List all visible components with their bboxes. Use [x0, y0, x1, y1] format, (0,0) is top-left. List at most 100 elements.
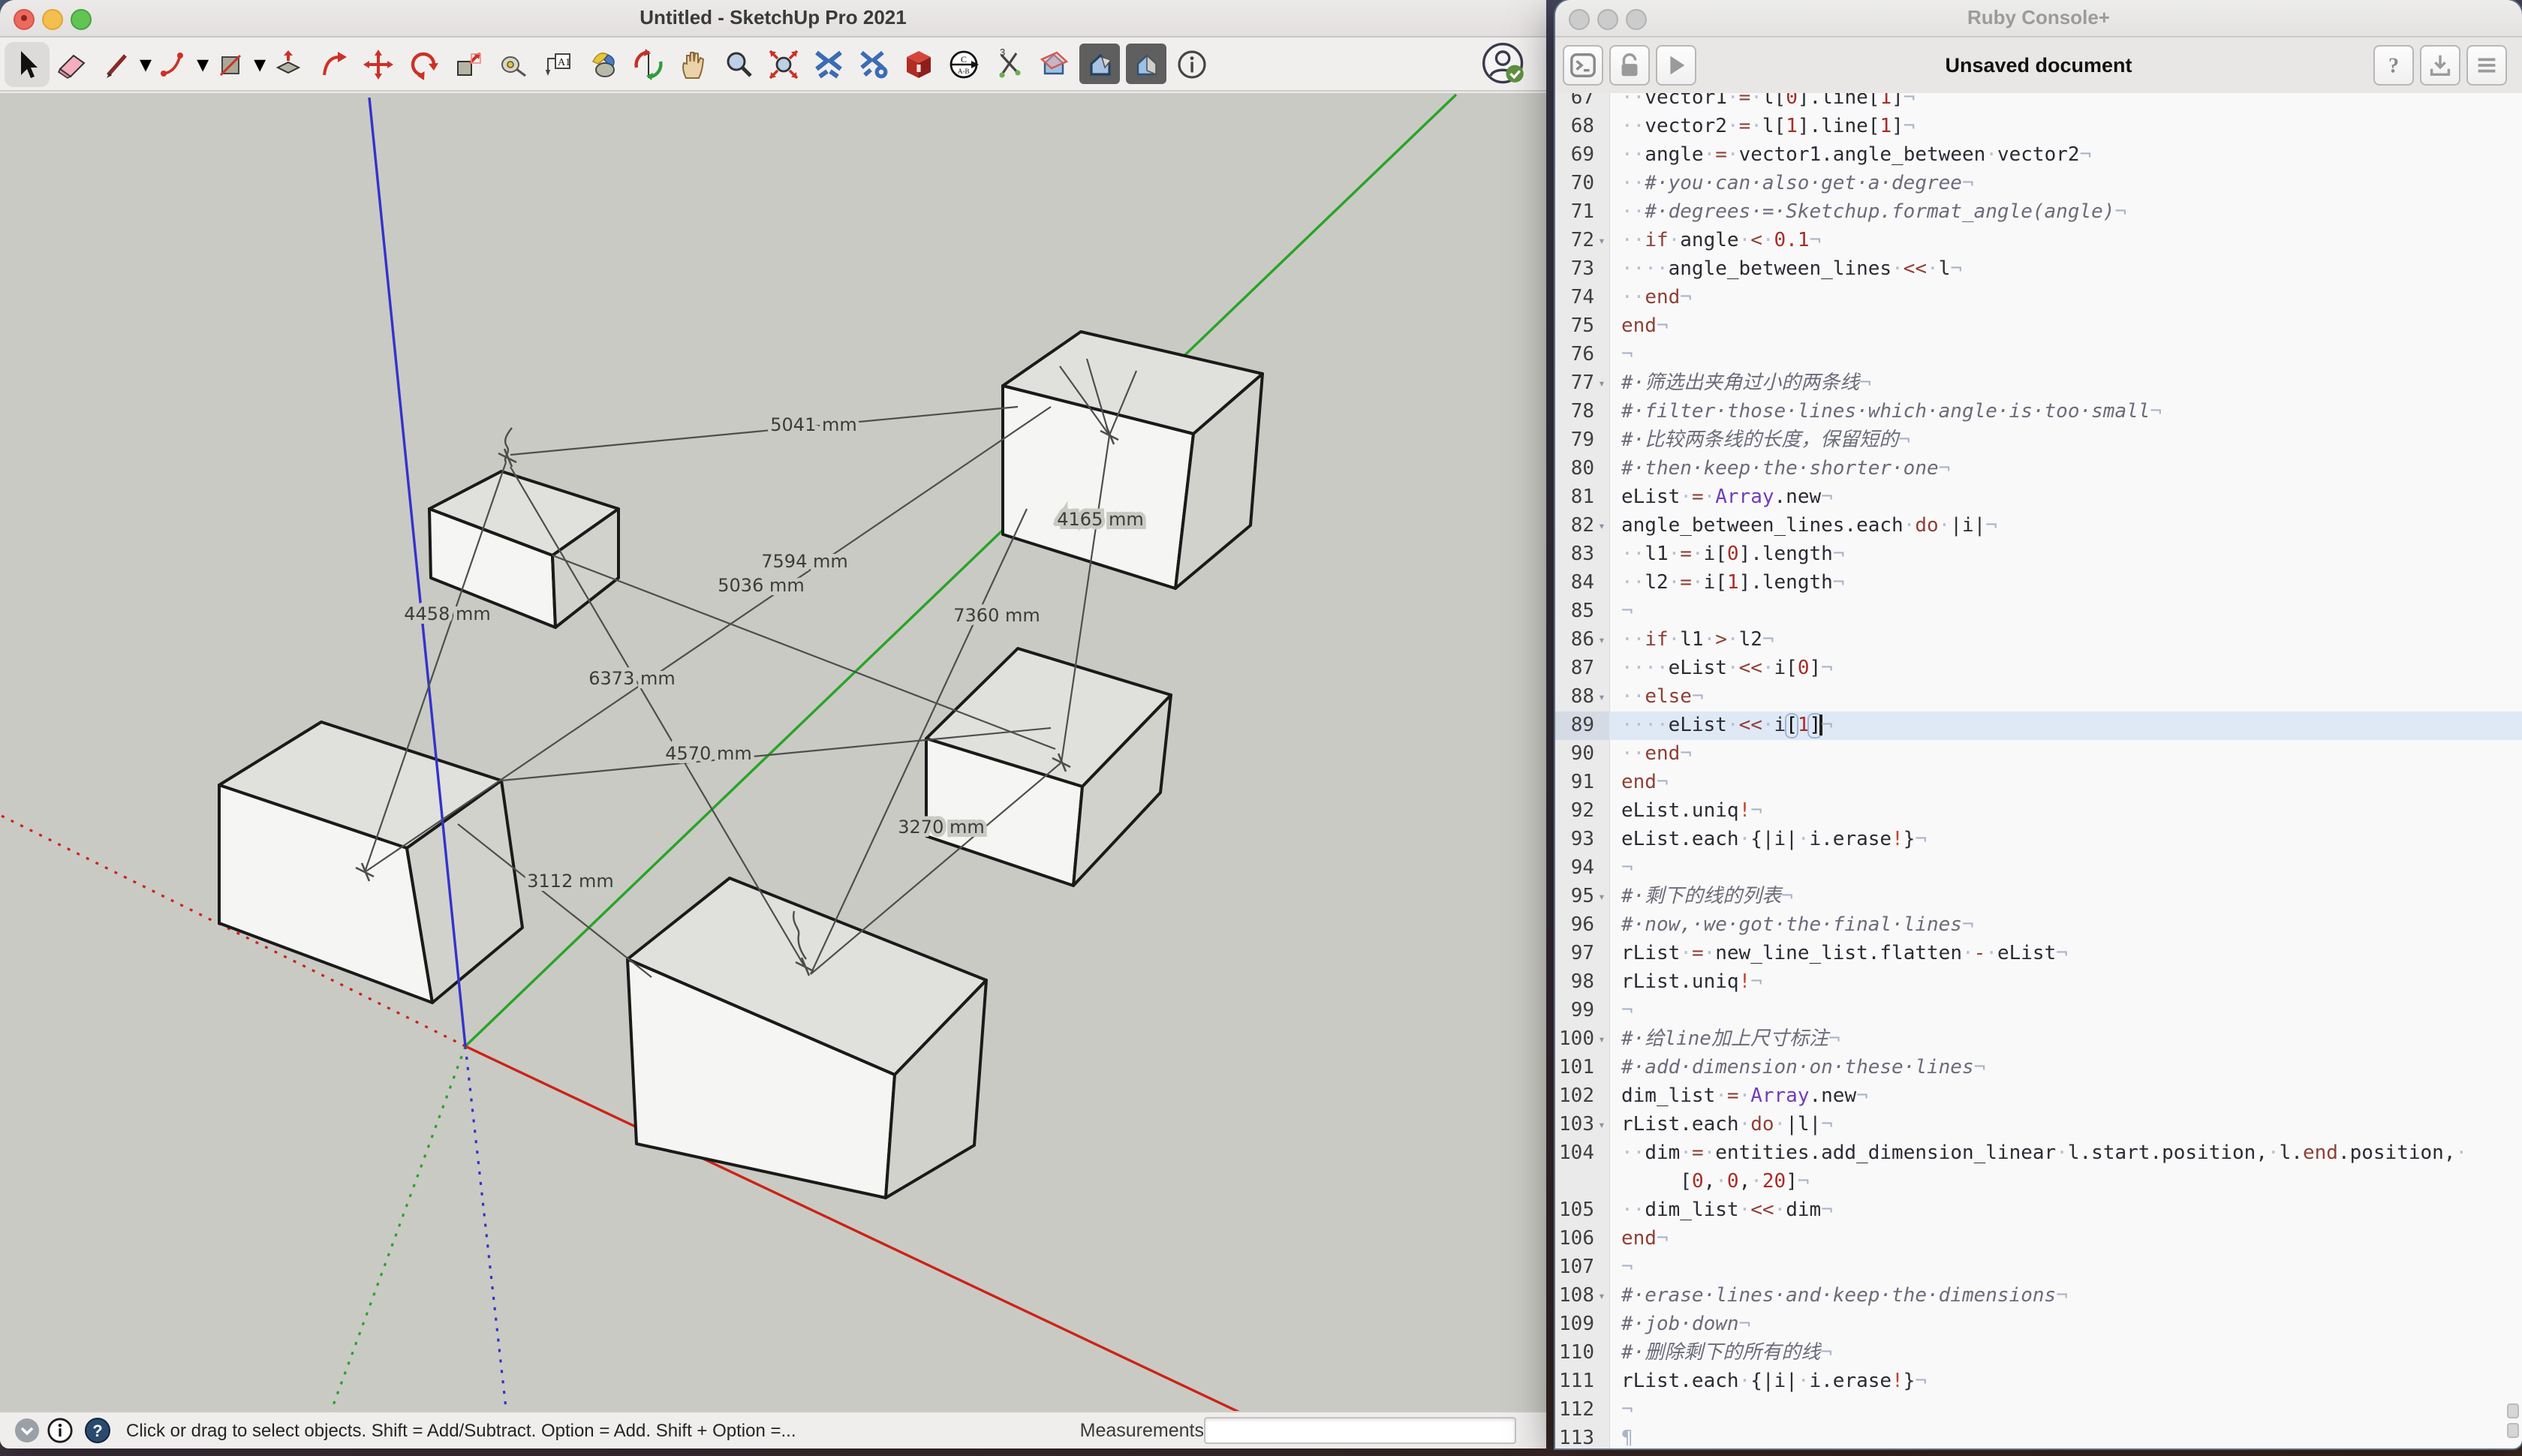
code-line-101[interactable]: 101#·add·dimension·on·these·lines¬ — [1555, 1054, 2522, 1082]
code-line-76[interactable]: 76¬ — [1555, 341, 2522, 369]
gutter[interactable]: 72▾ — [1555, 227, 1609, 255]
plugin-blue-x[interactable] — [806, 41, 851, 86]
gutter[interactable]: 82▾ — [1555, 512, 1609, 540]
plugin-house-section[interactable] — [1031, 41, 1076, 86]
code-line-95[interactable]: 95▾#·剩下的线的列表¬ — [1555, 883, 2522, 911]
code-line-68[interactable]: 68··vector2·=·l[1].line[1]¬ — [1555, 113, 2522, 141]
plugin-section-circle[interactable]: CA-B — [941, 41, 986, 86]
code-line-97[interactable]: 97rList·=·new_line_list.flatten·-·eList¬ — [1555, 940, 2522, 968]
account-avatar[interactable] — [1480, 41, 1528, 89]
plugin-cross-dots[interactable]: 3 — [986, 41, 1031, 86]
code-line-103[interactable]: 103▾rList.each·do·|l|¬ — [1555, 1111, 2522, 1139]
gutter[interactable]: 89 — [1555, 711, 1609, 740]
gutter[interactable]: 110 — [1555, 1339, 1609, 1367]
gutter[interactable]: 75 — [1555, 312, 1609, 341]
measurements-input[interactable] — [1204, 1417, 1516, 1444]
line-tool[interactable] — [95, 41, 140, 86]
push-pull-tool[interactable] — [266, 41, 311, 86]
code-line-91[interactable]: 91end¬ — [1555, 769, 2522, 797]
rotate-tool[interactable] — [401, 41, 446, 86]
code-line-106[interactable]: 106end¬ — [1555, 1225, 2522, 1253]
gutter[interactable]: 99 — [1555, 997, 1609, 1025]
gutter[interactable]: 81 — [1555, 483, 1609, 512]
code-line-93[interactable]: 93eList.each·{|i|·i.erase!}¬ — [1555, 826, 2522, 854]
code-line-99[interactable]: 99¬ — [1555, 997, 2522, 1025]
gutter[interactable]: 78 — [1555, 398, 1609, 426]
geolocation-icon[interactable] — [14, 1417, 41, 1444]
zoom-tool[interactable] — [716, 41, 761, 86]
code-line-85[interactable]: 85¬ — [1555, 597, 2522, 626]
fold-toggle-icon[interactable]: ▾ — [1594, 1025, 1609, 1054]
fold-toggle-icon[interactable]: ▾ — [1594, 369, 1609, 398]
dimension-label[interactable]: 4165 mm — [1057, 509, 1143, 530]
fold-toggle-icon[interactable]: ▾ — [1594, 683, 1609, 711]
gutter[interactable]: 83 — [1555, 540, 1609, 569]
viewport-canvas[interactable]: 5041 mm4458 mm7594 mm5036 mm4165 mm7360 … — [0, 93, 1546, 1412]
gutter[interactable]: 103▾ — [1555, 1111, 1609, 1139]
code-line-100[interactable]: 100▾#·给line加上尺寸标注¬ — [1555, 1025, 2522, 1054]
gutter[interactable]: 79 — [1555, 426, 1609, 455]
fold-toggle-icon[interactable]: ▾ — [1594, 626, 1609, 654]
orbit-tool[interactable] — [626, 41, 671, 86]
gutter[interactable]: 94 — [1555, 854, 1609, 883]
code-line-94[interactable]: 94¬ — [1555, 854, 2522, 883]
gutter[interactable]: 102 — [1555, 1082, 1609, 1111]
ruby-titlebar[interactable]: Ruby Console+ — [1555, 0, 2522, 38]
dimension-label[interactable]: 4570 mm — [665, 743, 751, 764]
pan-tool[interactable] — [671, 41, 716, 86]
code-line-92[interactable]: 92eList.uniq!¬ — [1555, 797, 2522, 826]
select-tool[interactable] — [5, 41, 50, 86]
gutter[interactable]: 106 — [1555, 1225, 1609, 1253]
save-button[interactable] — [2420, 45, 2460, 86]
code-line-110[interactable]: 110#·删除剩下的所有的线¬ — [1555, 1339, 2522, 1367]
code-line-73[interactable]: 73····angle_between_lines·<<·l¬ — [1555, 255, 2522, 284]
code-line-96[interactable]: 96#·now,·we·got·the·final·lines¬ — [1555, 911, 2522, 940]
line-tool-group[interactable]: ▾ — [95, 41, 152, 86]
arc-tool-group[interactable]: ▾ — [152, 41, 209, 86]
gutter[interactable]: 98 — [1555, 968, 1609, 997]
dimension-label[interactable]: 3112 mm — [527, 871, 613, 892]
gutter[interactable]: 86▾ — [1555, 626, 1609, 654]
gutter[interactable]: 68 — [1555, 113, 1609, 141]
gutter[interactable]: 69 — [1555, 141, 1609, 170]
chevron-down-icon[interactable]: ▾ — [254, 49, 266, 79]
info-icon[interactable] — [47, 1417, 74, 1444]
code-line-107[interactable]: 107¬ — [1555, 1253, 2522, 1282]
gutter[interactable]: 70 — [1555, 170, 1609, 198]
rectangle-tool-group[interactable]: ▾ — [209, 41, 266, 86]
code-line-112[interactable]: 112¬ — [1555, 1396, 2522, 1424]
code-line-82[interactable]: 82▾angle_between_lines.each·do·|i|¬ — [1555, 512, 2522, 540]
dimension-label[interactable]: 4458 mm — [404, 603, 490, 624]
gutter[interactable]: 105 — [1555, 1196, 1609, 1225]
help-button[interactable]: ? — [2373, 45, 2414, 86]
dimension-label[interactable]: 5036 mm — [718, 575, 804, 596]
gutter[interactable]: 92 — [1555, 797, 1609, 826]
code-line-105[interactable]: 105··dim_list·<<·dim¬ — [1555, 1196, 2522, 1225]
code-line-80[interactable]: 80#·then·keep·the·shorter·one¬ — [1555, 455, 2522, 483]
code-editor[interactable]: 67··vector1·=·l[0].line[1]¬68··vector2·=… — [1555, 93, 2522, 1448]
code-line-111[interactable]: 111rList.each·{|i|·i.erase!}¬ — [1555, 1367, 2522, 1396]
eraser-tool[interactable] — [50, 41, 95, 86]
zoom-extents-tool[interactable] — [761, 41, 806, 86]
gutter[interactable]: 104 — [1555, 1139, 1609, 1168]
code-line-67[interactable]: 67··vector1·=·l[0].line[1]¬ — [1555, 93, 2522, 113]
plugin-house-dark-1[interactable] — [1079, 44, 1120, 84]
code-line-70[interactable]: 70··#·you·can·also·get·a·degree¬ — [1555, 170, 2522, 198]
code-line-81[interactable]: 81eList·=·Array.new¬ — [1555, 483, 2522, 512]
model-info[interactable] — [1169, 41, 1214, 86]
gutter[interactable]: 107 — [1555, 1253, 1609, 1282]
gutter[interactable]: 108▾ — [1555, 1282, 1609, 1310]
code-line-90[interactable]: 90··end¬ — [1555, 740, 2522, 769]
gutter[interactable]: 90 — [1555, 740, 1609, 769]
plugin-blue-x-gear[interactable] — [851, 41, 896, 86]
help-icon[interactable]: ? — [84, 1417, 111, 1444]
code-line-75[interactable]: 75end¬ — [1555, 312, 2522, 341]
code-line-86[interactable]: 86▾··if·l1·>·l2¬ — [1555, 626, 2522, 654]
gutter[interactable]: 112 — [1555, 1396, 1609, 1424]
code-line-88[interactable]: 88▾··else¬ — [1555, 683, 2522, 711]
gutter[interactable]: 95▾ — [1555, 883, 1609, 911]
code-line-84[interactable]: 84··l2·=·i[1].length¬ — [1555, 569, 2522, 597]
code-line-78[interactable]: 78#·filter·those·lines·which·angle·is·to… — [1555, 398, 2522, 426]
gutter[interactable]: 88▾ — [1555, 683, 1609, 711]
chevron-down-icon[interactable]: ▾ — [197, 49, 209, 79]
